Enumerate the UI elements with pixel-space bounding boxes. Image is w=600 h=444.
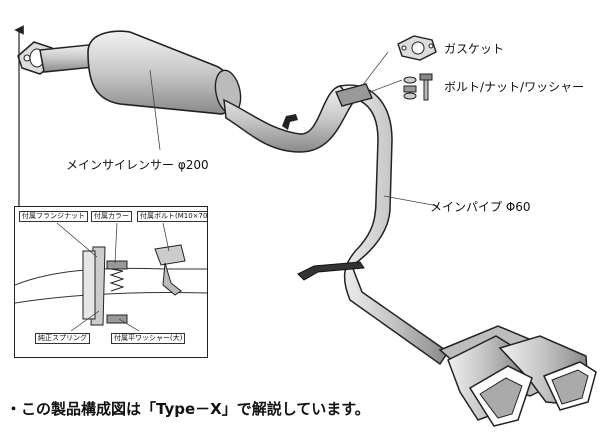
pipe-clamp	[335, 83, 373, 107]
lower-hanger	[297, 261, 365, 281]
leader-lines	[149, 51, 439, 207]
gasket-label: ガスケット	[444, 42, 505, 56]
footer-note: ・この製品構成図は「Type－X」で解説しています。	[6, 400, 370, 418]
inset-washer-tag: 付属平ワッシャー(大)	[111, 333, 186, 344]
tail-tips	[438, 325, 597, 427]
main-pipe-label: メインパイプ Φ60	[430, 200, 531, 214]
mid-hanger	[282, 114, 298, 130]
inset-collar-tag: 付属カラー	[91, 211, 132, 222]
main-silencer	[87, 30, 242, 115]
main-pipe	[338, 84, 450, 366]
hanger-detail-inset: 付属フランジナット 付属カラー 付属ボルト(M10×70) 純正スプリング 付属…	[14, 206, 208, 358]
bolt-nut-washer-part	[403, 73, 433, 101]
inset-spring-tag: 純正スプリング	[35, 333, 90, 344]
inset-flange-nut-tag: 付属フランジナット	[19, 211, 88, 222]
gasket-part	[397, 35, 437, 61]
inset-drawing	[15, 222, 207, 332]
inset-bolt-tag: 付属ボルト(M10×70)	[137, 211, 207, 222]
main-silencer-label: メインサイレンサー φ200	[66, 158, 209, 172]
bolt-nut-washer-label: ボルト/ナット/ワッシャー	[444, 80, 585, 94]
